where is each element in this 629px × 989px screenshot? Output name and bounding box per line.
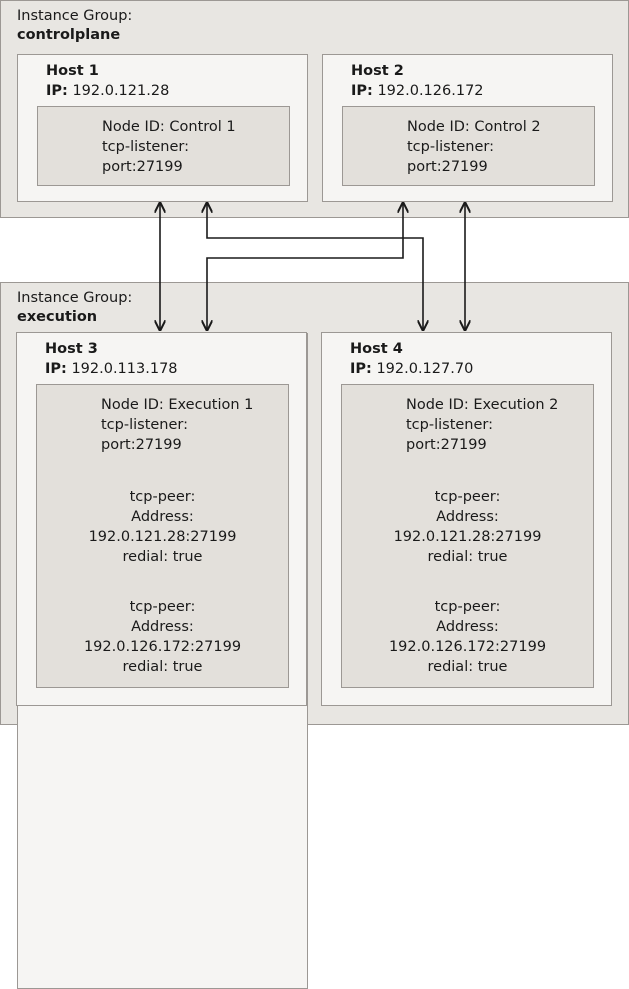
- tcp-peer-1: tcp-peer: Address: 192.0.121.28:27199 re…: [37, 487, 288, 567]
- host-ip-label: IP:: [46, 83, 68, 99]
- host-ip-label: IP:: [45, 361, 67, 377]
- group-title: Instance Group: execution: [17, 289, 132, 327]
- node-info: Node ID: Control 1 tcp-listener: port:27…: [102, 117, 236, 177]
- peer-label: tcp-peer:: [129, 599, 196, 615]
- peer-label: tcp-peer:: [434, 489, 501, 505]
- node-control-2: Node ID: Control 2 tcp-listener: port:27…: [342, 106, 595, 186]
- host-header: Host 3 IP: 192.0.113.178: [45, 339, 178, 379]
- tcp-peer-1: tcp-peer: Address: 192.0.121.28:27199 re…: [342, 487, 593, 567]
- host-ip: IP: 192.0.121.28: [46, 81, 169, 101]
- peer-address: 192.0.121.28:27199: [393, 529, 542, 545]
- host-header: Host 1 IP: 192.0.121.28: [46, 61, 169, 101]
- host-2: Host 2 IP: 192.0.126.172 Node ID: Contro…: [322, 54, 613, 202]
- tcp-peer-2: tcp-peer: Address: 192.0.126.172:27199 r…: [342, 597, 593, 677]
- node-id: Node ID: Control 2: [407, 119, 541, 135]
- node-port: port:27199: [102, 159, 183, 175]
- node-id: Node ID: Execution 2: [406, 397, 559, 413]
- host-1: Host 1 IP: 192.0.121.28 Node ID: Control…: [17, 54, 308, 202]
- host-ip-value: 192.0.113.178: [71, 361, 178, 377]
- peer-redial: redial: true: [427, 549, 508, 565]
- host-ip-label: IP:: [351, 83, 373, 99]
- peer-redial: redial: true: [122, 549, 203, 565]
- peer-redial: redial: true: [122, 659, 203, 675]
- node-port: port:27199: [406, 437, 487, 453]
- peer-address-label: Address:: [131, 509, 194, 525]
- node-id: Node ID: Execution 1: [101, 397, 254, 413]
- node-execution-2: Node ID: Execution 2 tcp-listener: port:…: [341, 384, 594, 688]
- host-name: Host 1: [46, 63, 99, 79]
- node-id: Node ID: Control 1: [102, 119, 236, 135]
- group-title-label: Instance Group:: [17, 290, 133, 306]
- host-name: Host 3: [45, 341, 98, 357]
- node-info: Node ID: Execution 1 tcp-listener: port:…: [101, 395, 253, 455]
- node-port: port:27199: [407, 159, 488, 175]
- peer-label: tcp-peer:: [129, 489, 196, 505]
- peer-address-label: Address:: [436, 619, 499, 635]
- instance-group-controlplane: Instance Group: controlplane Host 1 IP: …: [0, 0, 629, 218]
- tcp-peer-2: tcp-peer: Address: 192.0.126.172:27199 r…: [37, 597, 288, 677]
- host-name: Host 4: [350, 341, 403, 357]
- host-ip: IP: 192.0.126.172: [351, 81, 484, 101]
- group-name: execution: [17, 309, 98, 325]
- host-header: Host 4 IP: 192.0.127.70: [350, 339, 473, 379]
- host-ip: IP: 192.0.127.70: [350, 359, 473, 379]
- node-execution-1: Node ID: Execution 1 tcp-listener: port:…: [36, 384, 289, 688]
- node-info: Node ID: Control 2 tcp-listener: port:27…: [407, 117, 541, 177]
- host-header: Host 2 IP: 192.0.126.172: [351, 61, 484, 101]
- peer-address: 192.0.126.172:27199: [388, 639, 547, 655]
- node-listener: tcp-listener:: [407, 139, 495, 155]
- node-listener: tcp-listener:: [102, 139, 190, 155]
- host-name: Host 2: [351, 63, 404, 79]
- node-control-1: Node ID: Control 1 tcp-listener: port:27…: [37, 106, 290, 186]
- group-title: Instance Group: controlplane: [17, 7, 132, 45]
- node-listener: tcp-listener:: [101, 417, 189, 433]
- host-ip-value: 192.0.127.70: [376, 361, 474, 377]
- node-listener: tcp-listener:: [406, 417, 494, 433]
- peer-address-label: Address:: [131, 619, 194, 635]
- host-3-panel: Host 3 IP: 192.0.113.178 Node ID: Execut…: [16, 332, 307, 706]
- peer-address-label: Address:: [436, 509, 499, 525]
- host-ip: IP: 192.0.113.178: [45, 359, 178, 379]
- peer-label: tcp-peer:: [434, 599, 501, 615]
- peer-redial: redial: true: [427, 659, 508, 675]
- host-ip-label: IP:: [350, 361, 372, 377]
- group-name: controlplane: [17, 27, 121, 43]
- host-ip-value: 192.0.121.28: [72, 83, 170, 99]
- node-port: port:27199: [101, 437, 182, 453]
- node-info: Node ID: Execution 2 tcp-listener: port:…: [406, 395, 558, 455]
- group-title-label: Instance Group:: [17, 8, 133, 24]
- host-ip-value: 192.0.126.172: [377, 83, 484, 99]
- peer-address: 192.0.121.28:27199: [88, 529, 237, 545]
- host-4-panel: Host 4 IP: 192.0.127.70 Node ID: Executi…: [321, 332, 612, 706]
- peer-address: 192.0.126.172:27199: [83, 639, 242, 655]
